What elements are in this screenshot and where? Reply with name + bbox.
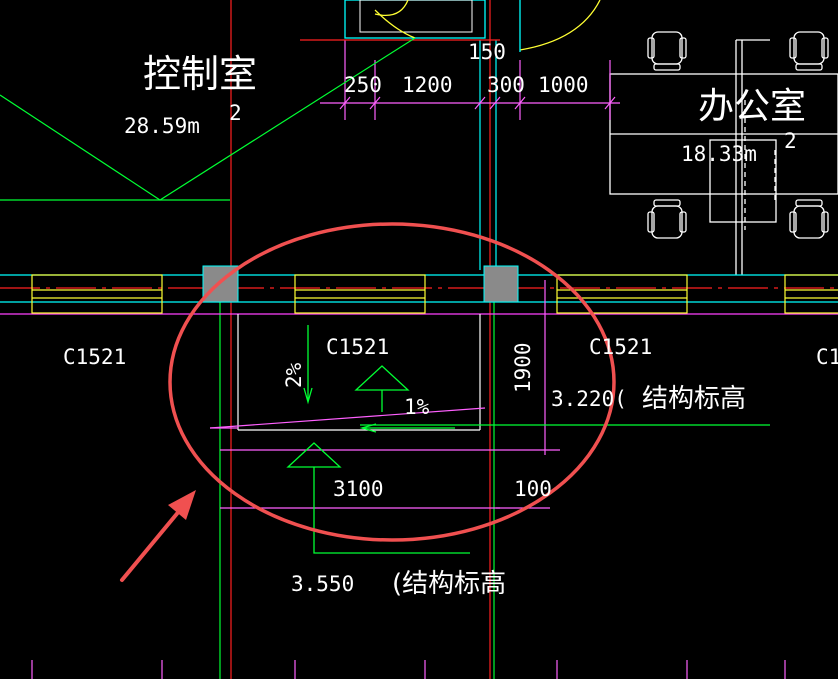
room-name-control: 控制室 bbox=[143, 52, 257, 96]
door-swing-arc-3 bbox=[519, 0, 601, 51]
door-frame-inner bbox=[359, 0, 473, 33]
red-arrow-icon bbox=[120, 490, 196, 582]
top-dim-1200: 1200 bbox=[402, 73, 453, 97]
chair-icon bbox=[647, 31, 829, 239]
window-c1521-3 bbox=[556, 274, 688, 314]
slope-label-1pct: 1% bbox=[404, 395, 430, 419]
window-label-2: C1521 bbox=[326, 335, 389, 359]
elevation-note-2: (结构标高 bbox=[392, 569, 506, 599]
window-c1-partial bbox=[784, 274, 838, 314]
window-c1521-1 bbox=[31, 274, 163, 314]
slope-arrow-icon bbox=[303, 325, 455, 433]
office-furniture bbox=[609, 39, 838, 275]
slope-label-2pct: 2% bbox=[282, 362, 306, 388]
green-diagonal-lines bbox=[0, 37, 416, 201]
room-area-office: 18.33m bbox=[681, 142, 757, 166]
column-mid bbox=[483, 265, 519, 303]
door-area bbox=[344, 0, 601, 52]
window-c1521-2 bbox=[294, 274, 426, 314]
top-dimension-line bbox=[320, 96, 620, 110]
top-dim-250: 250 bbox=[344, 73, 382, 97]
door-swing-arc bbox=[374, 9, 416, 39]
window-label-4: C1 bbox=[816, 345, 838, 369]
bottom-grid-ticks bbox=[31, 660, 786, 679]
column-left bbox=[202, 265, 239, 303]
top-dim-1000: 1000 bbox=[538, 73, 589, 97]
door-swing-arc-2 bbox=[374, 0, 409, 17]
elevation-value-1: 3.220( bbox=[551, 387, 627, 411]
balcony-slab bbox=[209, 280, 770, 509]
structural-columns bbox=[202, 265, 519, 303]
room-name-office: 办公室 bbox=[698, 86, 806, 127]
triangle-elevation-icon bbox=[286, 365, 470, 554]
elevation-value-2: 3.550 bbox=[291, 572, 354, 596]
top-dim-150: 150 bbox=[468, 40, 506, 64]
highlight-ellipse bbox=[168, 222, 616, 542]
top-dim-300: 300 bbox=[487, 73, 525, 97]
window-band bbox=[0, 274, 838, 315]
side-dim-1900: 1900 bbox=[511, 342, 535, 393]
bottom-dim-3100: 3100 bbox=[333, 477, 384, 501]
room-area-control: 28.59m bbox=[124, 114, 200, 138]
room-area-unit-control: 2 bbox=[229, 101, 242, 125]
window-label-3: C1521 bbox=[589, 335, 652, 359]
desk-inner bbox=[709, 139, 777, 223]
room-area-unit-office: 2 bbox=[784, 129, 797, 153]
window-label-1: C1521 bbox=[63, 345, 126, 369]
vertical-lines bbox=[219, 0, 611, 679]
elevation-note-1: 结构标高 bbox=[642, 384, 746, 414]
bottom-dim-100: 100 bbox=[514, 477, 552, 501]
